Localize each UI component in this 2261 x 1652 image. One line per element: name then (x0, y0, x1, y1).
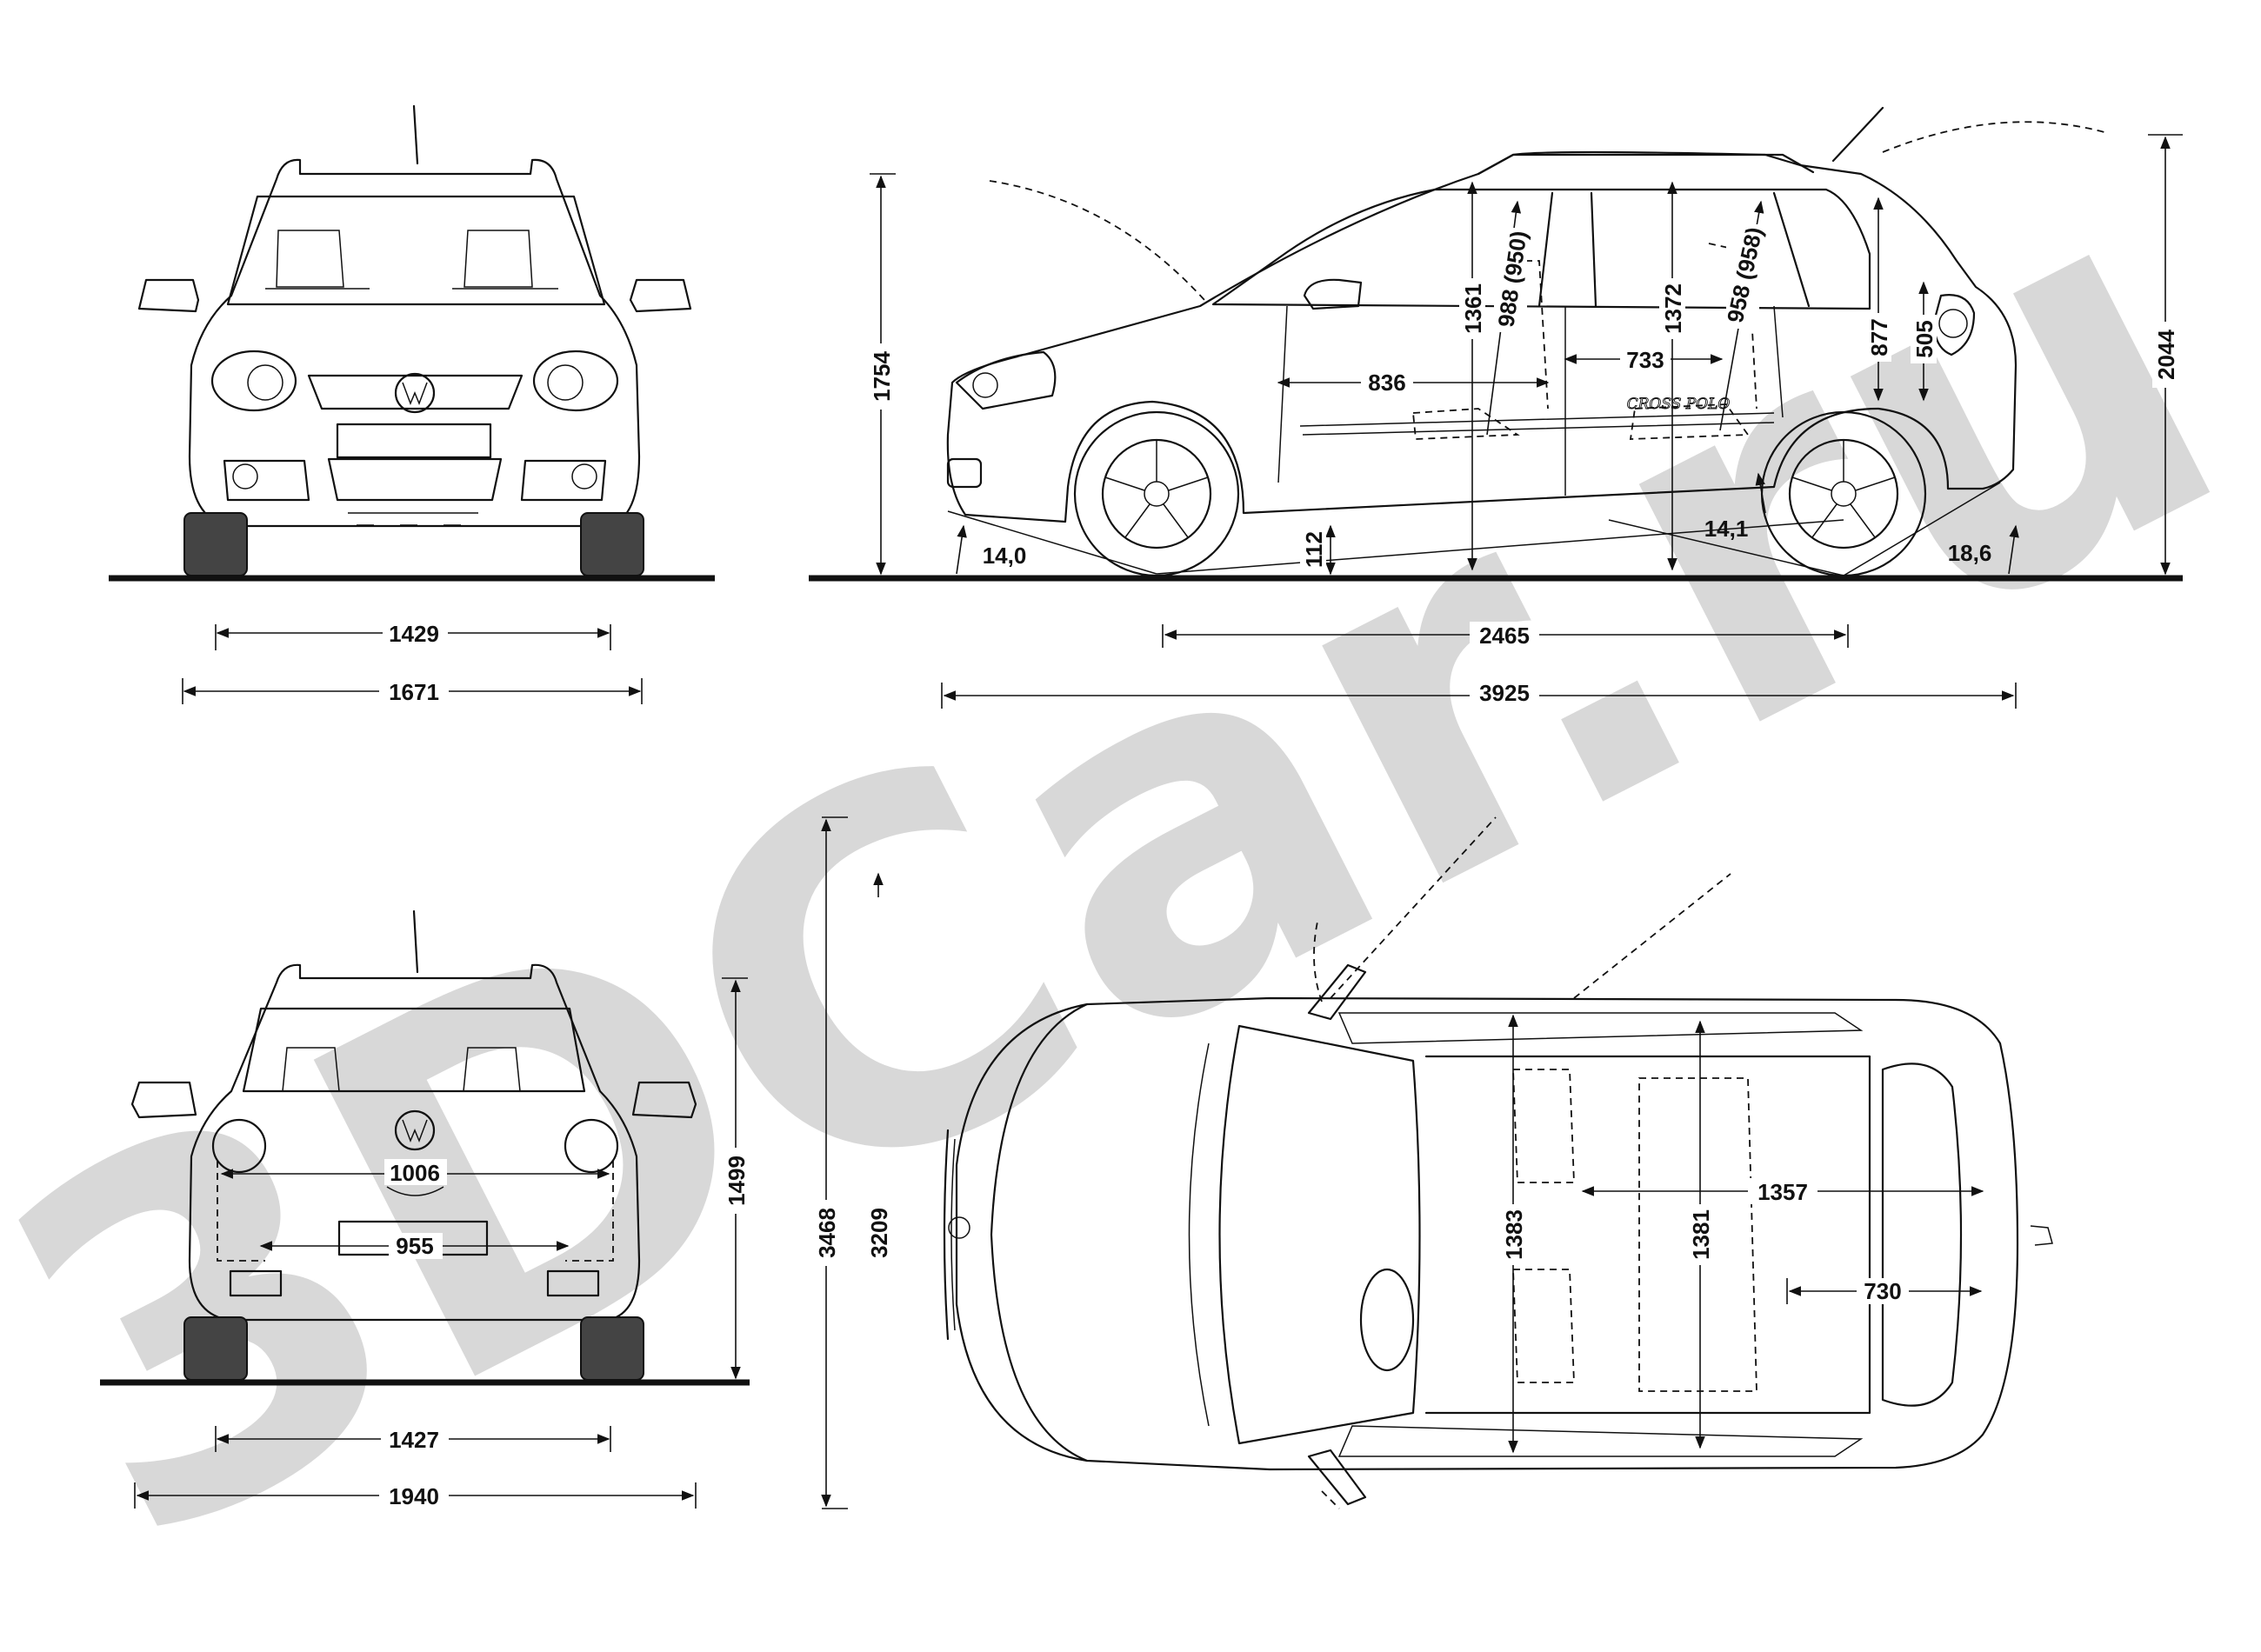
dim-tailgate-height: 1499 (724, 1156, 750, 1206)
front-tire-right (580, 512, 644, 576)
dim-loading-sill: 505 (1911, 320, 1938, 357)
front-mirror-right (629, 278, 692, 313)
dim-cargo-floor: 730 (1864, 1278, 1901, 1304)
dim-overall-length: 3925 (1479, 680, 1530, 706)
dim-breakover-angle: 14,1 (1704, 516, 1749, 542)
dim-front-shoulder: 1383 (1501, 1209, 1527, 1260)
front-windshield (226, 195, 606, 306)
dim-rear-headroom: 1372 (1660, 283, 1686, 334)
rear-view: 1006 955 1499 1427 1940 (100, 909, 750, 1509)
front-mirror-left (137, 278, 200, 313)
top-windshield (1218, 1024, 1421, 1445)
tailgate-open-arc (1882, 121, 2105, 153)
side-view: CROSS POLO 1754 2044 (809, 106, 2183, 709)
watermark: 3DCar.ru (0, 71, 2261, 1652)
dim-top-3468: 3468 (814, 1208, 840, 1258)
dim-rear-shoulder: 1381 (1688, 1209, 1714, 1260)
rear-window (242, 1007, 586, 1093)
dim-front-legroom: 836 (1368, 370, 1405, 396)
front-body-outline (188, 158, 641, 528)
cross-polo-badge: CROSS POLO (1627, 396, 1731, 413)
dim-cargo-length: 1357 (1757, 1179, 1808, 1205)
rear-tire-left (183, 1316, 248, 1381)
dim-overall-height-2044: 2044 (2153, 330, 2179, 380)
vw-logo-front (394, 372, 436, 414)
watermark-text: 3DCar.ru (0, 71, 2261, 1652)
door-swing-rear (1573, 873, 1731, 999)
front-tire-left (183, 512, 248, 576)
dim-front-width: 1671 (389, 679, 439, 705)
dim-rear-width-mirrors: 1940 (389, 1483, 439, 1509)
hood-open-arc (989, 180, 1205, 301)
dim-plate-width: 955 (396, 1233, 433, 1259)
side-windows (1211, 188, 1871, 310)
front-view: 1429 1671 (109, 104, 715, 705)
front-grille (307, 374, 524, 410)
dim-front-track: 1429 (389, 621, 439, 647)
dim-front-headroom: 1361 (1460, 283, 1486, 334)
dim-height-1754: 1754 (869, 351, 895, 402)
dim-top-3209: 3209 (866, 1208, 892, 1258)
top-body-outline (955, 996, 2019, 1471)
front-wheel (1073, 410, 1240, 577)
dim-ground-clearance: 112 (1301, 531, 1327, 568)
rear-tire-right (580, 1316, 644, 1381)
dim-rear-track: 1427 (389, 1427, 439, 1453)
dim-rear-legroom: 733 (1626, 347, 1664, 373)
dim-between-taillights: 1006 (390, 1160, 440, 1186)
dim-tailgate-opening: 877 (1866, 318, 1892, 356)
vw-logo-rear (394, 1109, 436, 1151)
rear-body-outline (188, 963, 641, 1322)
top-view: 3468 3209 1383 1381 1357 730 (813, 816, 2053, 1509)
dim-departure-angle: 18,6 (1948, 540, 1992, 566)
door-swing-front (1330, 816, 1497, 999)
dim-approach-angle: 14,0 (983, 543, 1027, 569)
dim-wheelbase: 2465 (1479, 623, 1530, 649)
